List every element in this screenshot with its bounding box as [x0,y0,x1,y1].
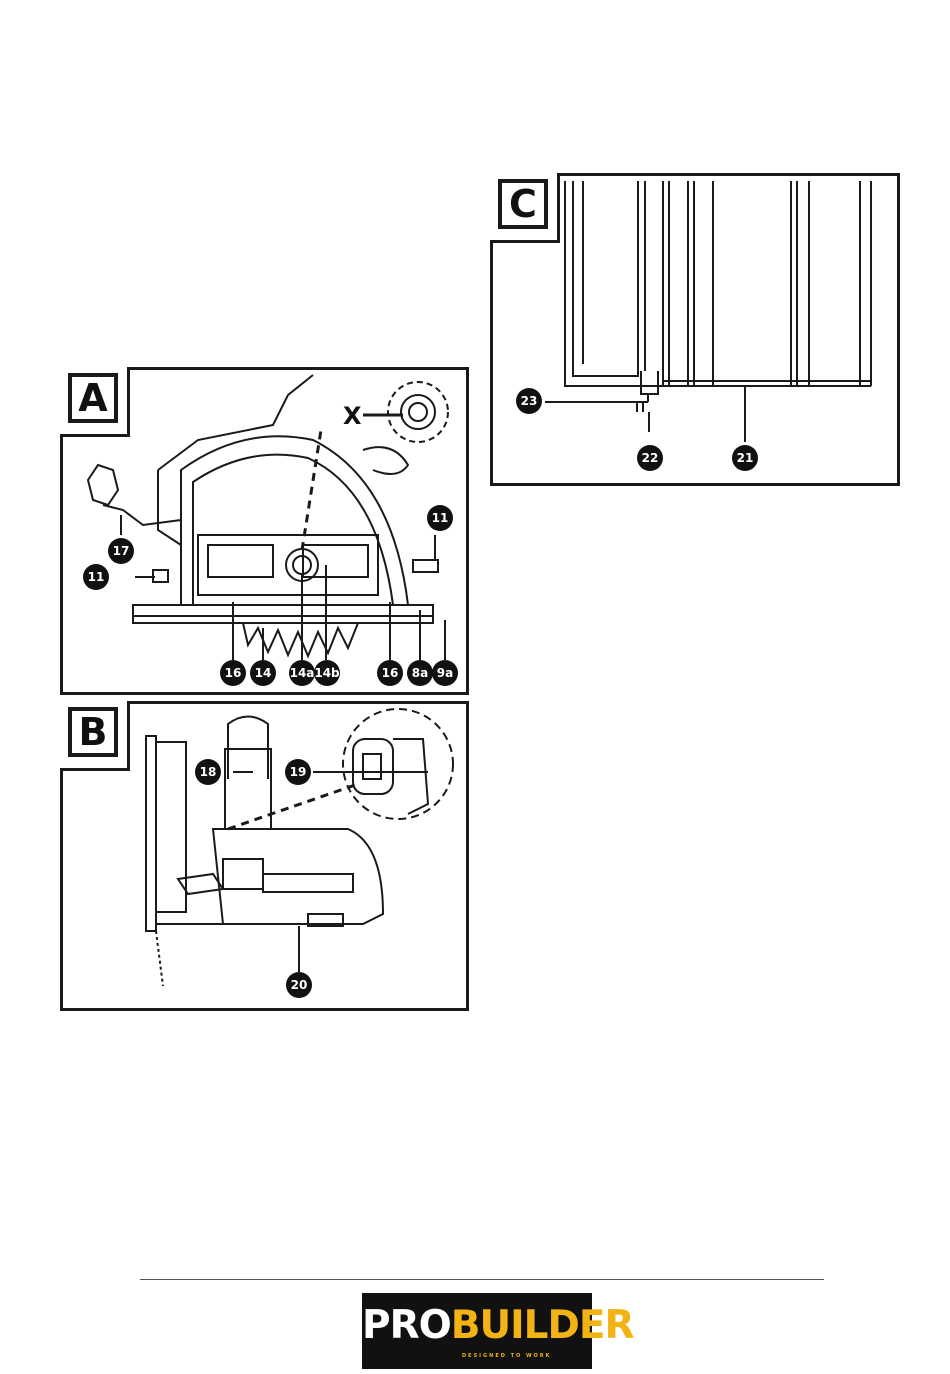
callout-20: 20 [286,972,312,998]
callout-14a: 14a [289,660,315,686]
logo-pro-text: PRO [362,1303,451,1348]
footer-divider [140,1279,824,1280]
logo-builder-text: BUILDER [451,1303,634,1348]
callout-16-right: 16 [377,660,403,686]
callout-23: 23 [516,388,542,414]
callout-19: 19 [285,759,311,785]
callout-14: 14 [250,660,276,686]
callout-11-right: 11 [427,505,453,531]
callout-9a: 9a [432,660,458,686]
callout-11-left: 11 [83,564,109,590]
callout-14b: 14b [314,660,340,686]
callout-21: 21 [732,445,758,471]
probuilder-logo: PROBUILDER DESIGNED TO WORK [362,1293,592,1369]
figure-c-panel: C 23 22 21 [490,173,900,486]
figure-c-letter: C [498,179,548,229]
figure-b-label-box: B [60,701,130,771]
figure-b-letter: B [68,707,118,757]
detail-x-label: X [343,402,362,430]
callout-22: 22 [637,445,663,471]
figure-b-panel: B 18 19 20 [60,701,469,1011]
logo-tagline: DESIGNED TO WORK [462,1353,552,1359]
callout-8a: 8a [407,660,433,686]
callout-16-left: 16 [220,660,246,686]
figure-a-letter: A [68,373,118,423]
figure-a-panel: A X 17 11 11 16 14 14a 14b 16 8a 9a [60,367,469,695]
figure-a-label-box: A [60,367,130,437]
callout-17: 17 [108,538,134,564]
logo-wordmark: PROBUILDER [362,1303,592,1348]
callout-18: 18 [195,759,221,785]
figure-c-label-box: C [490,173,560,243]
